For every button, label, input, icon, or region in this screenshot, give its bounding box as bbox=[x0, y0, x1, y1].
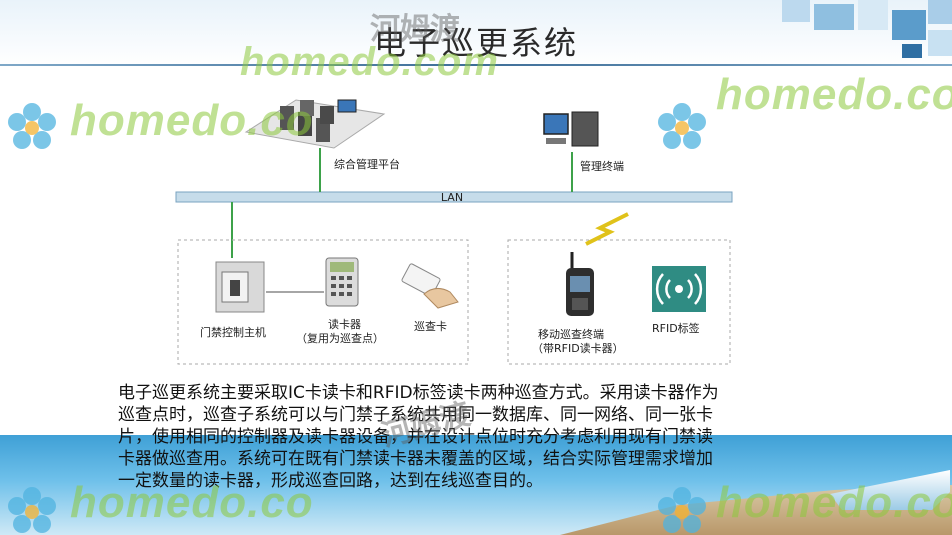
description-text: 电子巡更系统主要采取IC卡读卡和RFID标签读卡两种巡查方式。采用读卡器作为 巡… bbox=[118, 382, 868, 492]
reader-note: （复用为巡查点） bbox=[296, 331, 384, 345]
access-zone bbox=[177, 239, 469, 365]
header-decoration bbox=[752, 0, 952, 60]
page-title: 电子巡更系统 bbox=[373, 24, 578, 62]
wireless-signal-icon bbox=[585, 212, 629, 246]
patrol-card-icon bbox=[401, 263, 459, 309]
description-line: 巡查点时，巡查子系统可以与门禁子系统共用同一数据库、同一网络、同一张卡 bbox=[118, 405, 713, 425]
rfid-tag-icon bbox=[652, 266, 706, 312]
access-host-label: 门禁控制主机 bbox=[200, 325, 266, 339]
title-divider bbox=[0, 64, 952, 66]
terminal-label: 管理终端 bbox=[580, 159, 624, 173]
mobile-label: 移动巡查终端 bbox=[538, 327, 604, 341]
server-cluster-icon bbox=[244, 99, 386, 149]
description-line: 片，使用相同的控制器及读卡器设备，并在设计点位时充分考虑利用现有门禁读 bbox=[118, 427, 713, 447]
card-label: 巡查卡 bbox=[414, 319, 447, 333]
mobile-note: （带RFID读卡器） bbox=[532, 341, 624, 355]
access-controller-icon bbox=[215, 261, 265, 313]
card-reader-icon bbox=[325, 257, 359, 307]
description-line: 一定数量的读卡器，形成巡查回路，达到在线巡查目的。 bbox=[118, 471, 543, 491]
description-line: 电子巡更系统主要采取IC卡读卡和RFID标签读卡两种巡查方式。采用读卡器作为 bbox=[118, 383, 719, 403]
description-line: 卡器做巡查用。系统可在既有门禁读卡器未覆盖的区域，结合实际管理需求增加 bbox=[118, 449, 713, 469]
rfid-label: RFID标签 bbox=[652, 321, 700, 335]
mobile-zone bbox=[507, 239, 731, 365]
lan-bus: LAN bbox=[175, 191, 733, 204]
platform-label: 综合管理平台 bbox=[334, 157, 400, 171]
desktop-computer-icon bbox=[543, 111, 599, 147]
reader-label: 读卡器 bbox=[328, 317, 361, 331]
lan-label: LAN bbox=[441, 191, 463, 204]
handheld-terminal-icon bbox=[566, 252, 594, 316]
